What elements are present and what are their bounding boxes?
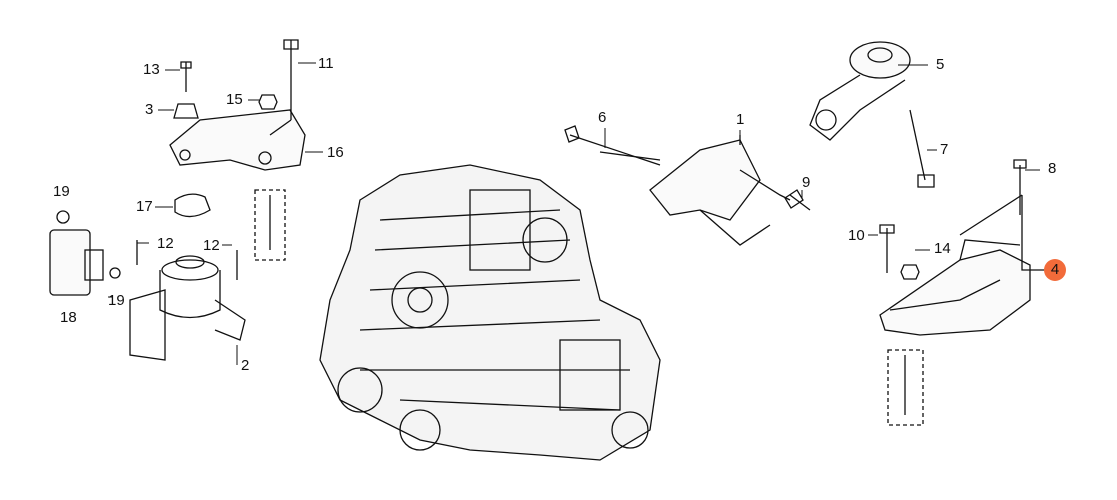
callout-5: 5 — [936, 56, 945, 73]
callout-16: 16 — [327, 144, 344, 161]
callout-18: 18 — [60, 309, 77, 326]
nut-14 — [900, 264, 920, 280]
callout-10: 10 — [848, 227, 865, 244]
callout-2: 2 — [241, 357, 250, 374]
callout-14: 14 — [934, 240, 951, 257]
callout-7: 7 — [940, 141, 949, 158]
callout-3: 3 — [145, 101, 154, 118]
bolt-7 — [909, 109, 935, 188]
part-4-mount — [879, 239, 1031, 336]
part-1-bracket — [649, 139, 761, 221]
bolt-11 — [283, 39, 299, 95]
callout-4-highlighted[interactable]: 4 — [1044, 259, 1066, 281]
part-17-clamp — [174, 193, 211, 218]
part-3-stopper — [173, 103, 199, 119]
callout-15: 15 — [226, 91, 243, 108]
bolt-6 — [564, 125, 661, 166]
callout-1: 1 — [736, 111, 745, 128]
callout-13: 13 — [143, 61, 160, 78]
callout-17: 17 — [136, 198, 153, 215]
callout-19-top: 19 — [53, 183, 70, 200]
callout-8: 8 — [1048, 160, 1057, 177]
part-18-module — [49, 229, 91, 296]
bolt-10 — [879, 224, 895, 273]
part-2-mount — [129, 255, 246, 361]
callout-12-right: 12 — [203, 237, 220, 254]
engine-assembly — [319, 164, 661, 461]
part-16-bracket — [169, 109, 306, 171]
callout-12-left: 12 — [157, 235, 174, 252]
callout-6: 6 — [598, 109, 607, 126]
nut-15 — [258, 94, 278, 110]
callout-19-bottom: 19 — [108, 292, 125, 309]
bolt-9 — [784, 189, 811, 211]
callout-9: 9 — [802, 174, 811, 191]
callout-11: 11 — [318, 55, 334, 72]
part-5-torque-rod — [809, 41, 911, 141]
bolt-13 — [180, 61, 192, 92]
bolt-8 — [1013, 159, 1027, 215]
